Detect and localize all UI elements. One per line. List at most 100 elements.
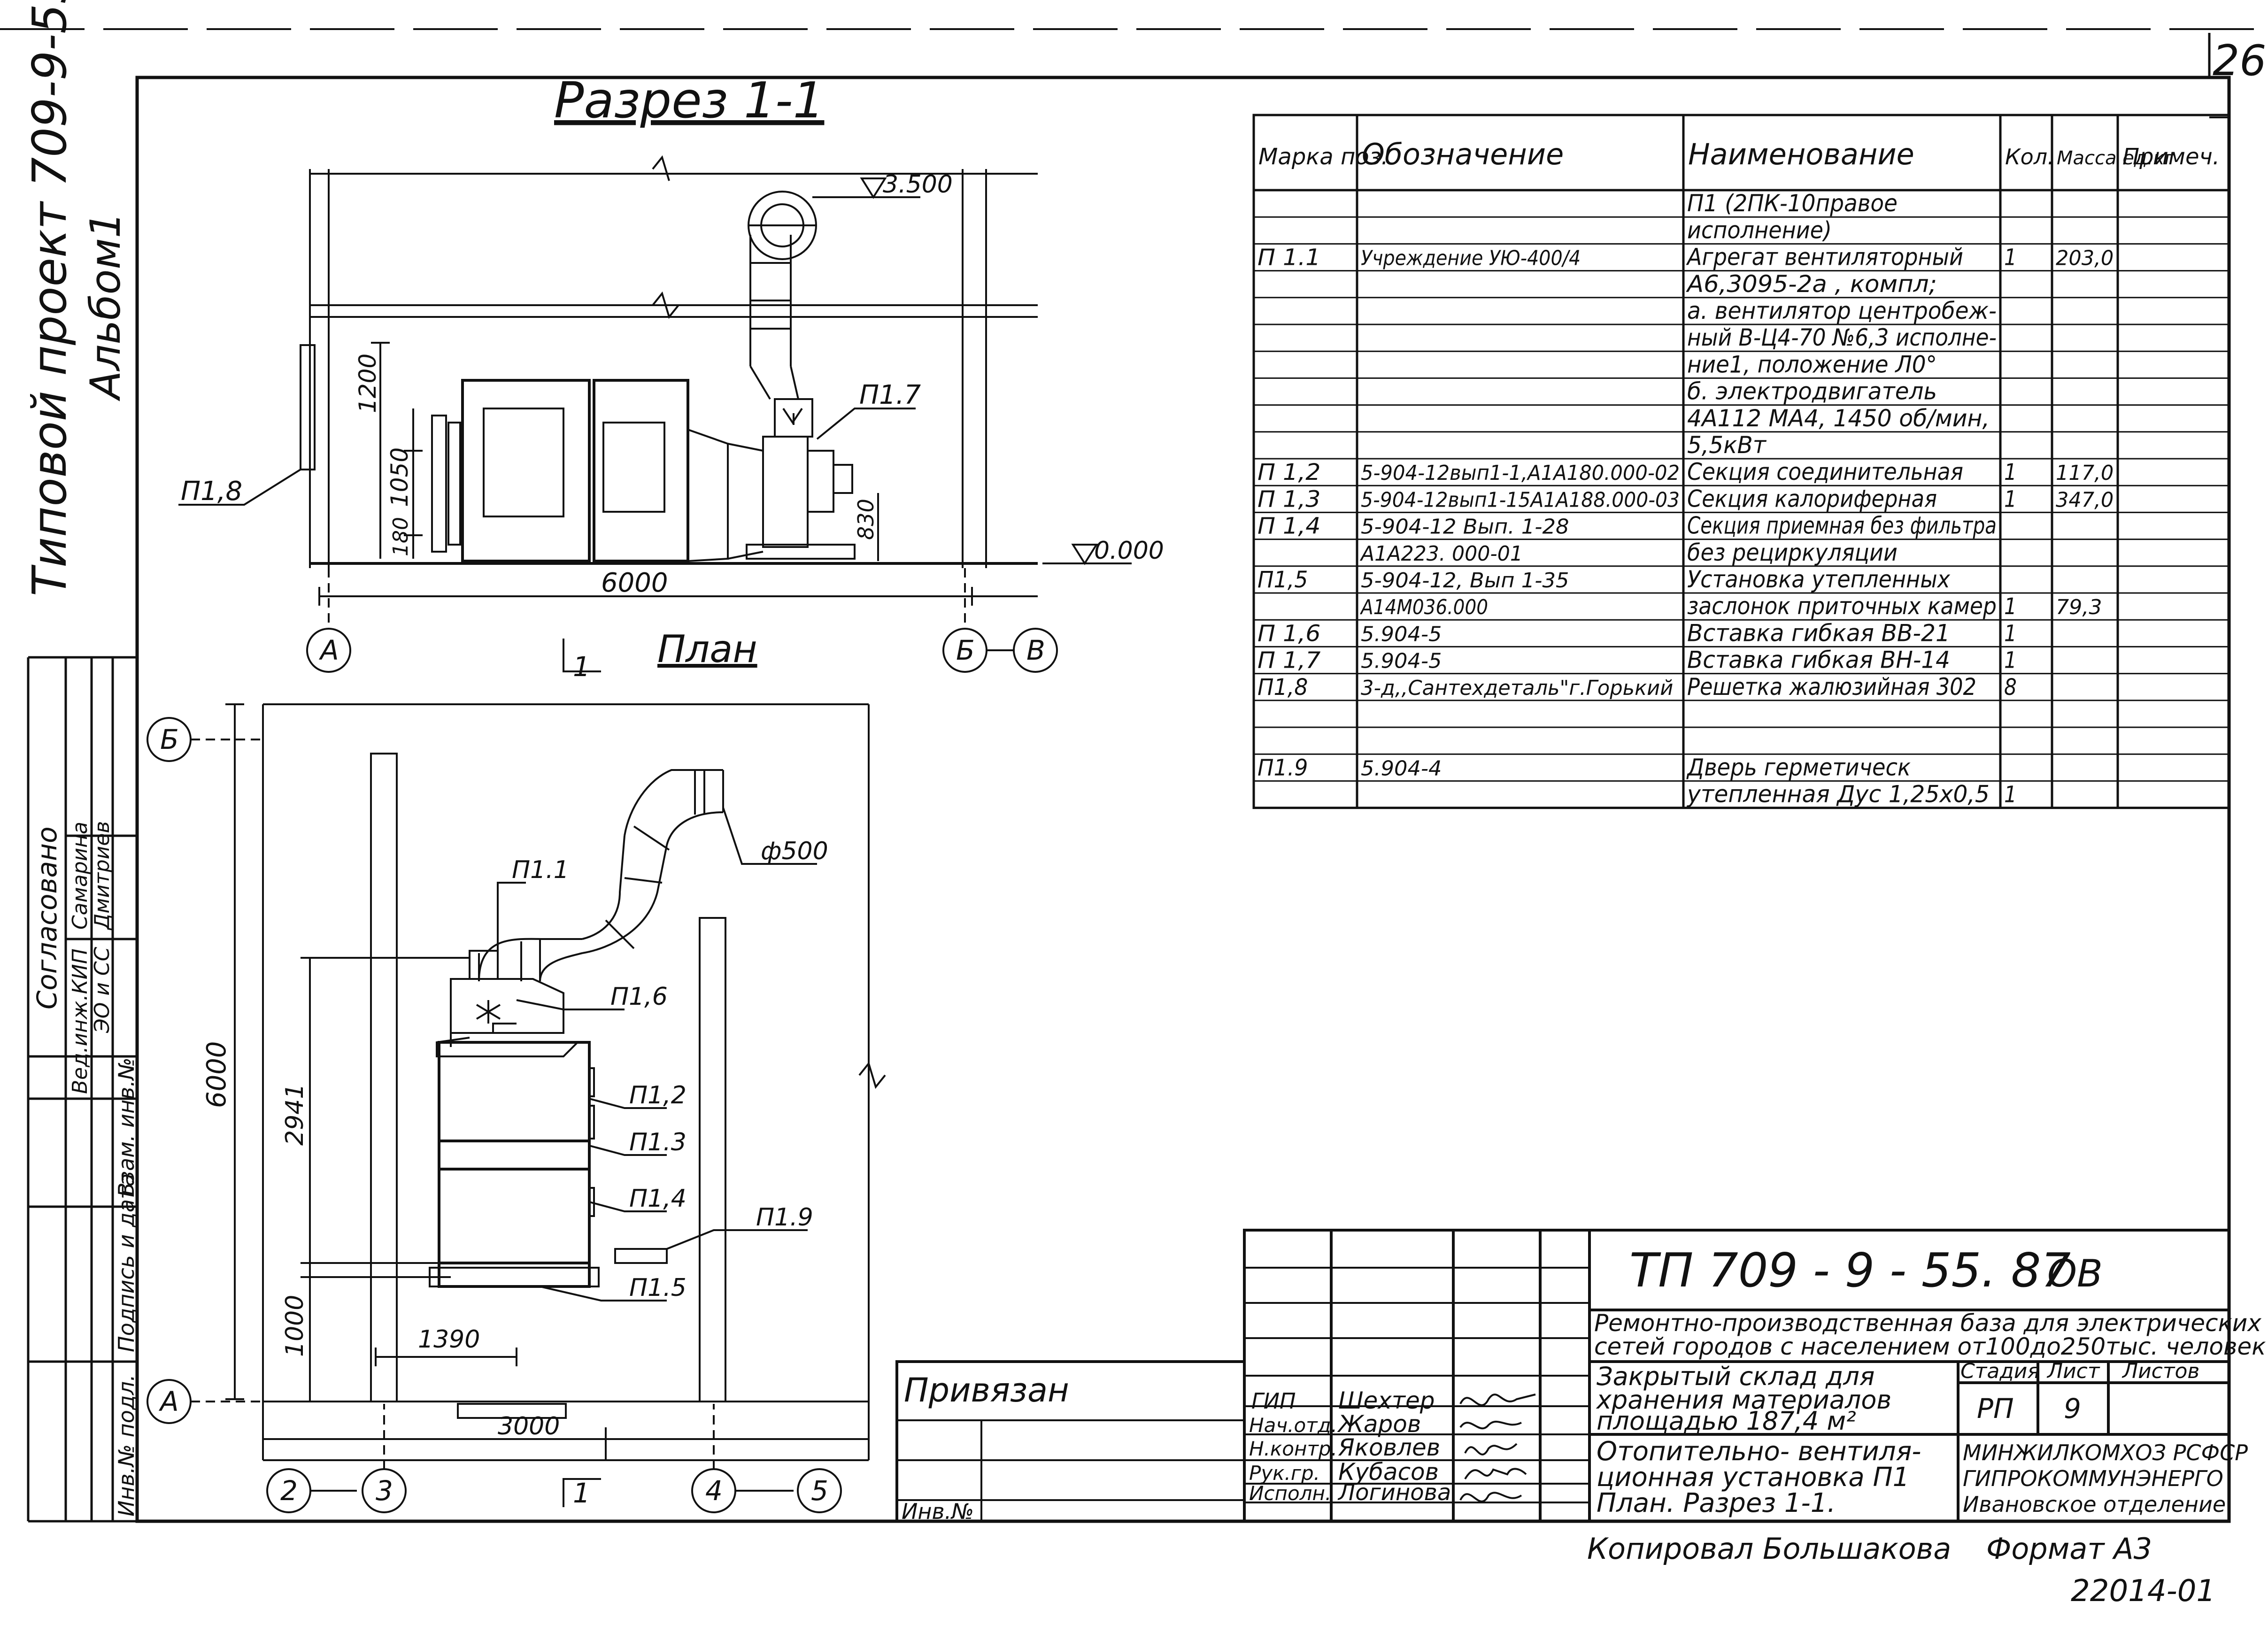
signature-scribbles xyxy=(1459,1394,1536,1502)
plan-cut-mark: 1 xyxy=(573,651,590,683)
section-axes xyxy=(306,568,1058,673)
page-number: 26 xyxy=(2213,36,2267,85)
paper-format: Формат А3 xyxy=(1986,1532,2152,1566)
spec-cell: А6,3095-2а , компл; xyxy=(1686,270,1937,298)
project-line-2: сетей городов с населением от100до250тыс… xyxy=(1594,1333,2266,1360)
label-p14: П1,4 xyxy=(629,1185,687,1213)
spec-cell: Секция калориферная xyxy=(1687,485,1937,512)
spec-cell: Учреждение УЮ-400/4 xyxy=(1361,246,1581,270)
spec-cell: без рециркуляции xyxy=(1687,539,1898,566)
stage-label: Стадия xyxy=(1960,1359,2040,1383)
label-p15: П1.5 xyxy=(629,1274,687,1302)
spec-cell: 1 xyxy=(2004,593,2017,620)
sign-role-4: Рук.гр. xyxy=(1249,1462,1320,1485)
plan-dim-6000: 6000 xyxy=(201,1041,232,1108)
spec-cell: 5-904-12, Вып 1-35 xyxy=(1361,569,1569,593)
spec-cell: 1 xyxy=(2004,486,2017,512)
side-title: Типовой проект 709-9-55.87 Альбом1 xyxy=(22,0,130,596)
label-p13: П1.3 xyxy=(629,1128,687,1156)
doc-code: ТП 709 - 9 - 55. 87 xyxy=(1629,1243,2071,1298)
label-p11: П1.1 xyxy=(512,856,569,884)
spec-cell: П 1,7 xyxy=(1257,647,1321,674)
object-line-2: хранения материалов xyxy=(1596,1385,1891,1415)
object-line-1: Закрытый склад для xyxy=(1597,1362,1875,1391)
archive-number: 22014-01 xyxy=(2071,1574,2215,1609)
spec-cell: ный В-Ц4-70 №6,3 исполне- xyxy=(1687,324,1997,351)
spec-cell: исполнение) xyxy=(1687,216,1832,244)
spec-cell: П1 (2ПК-10правое xyxy=(1687,190,1898,217)
copied-by: Копировал Большакова xyxy=(1587,1532,1951,1566)
plan-dim-3000: 3000 xyxy=(498,1412,560,1440)
spec-cell: П1.9 xyxy=(1257,755,1308,781)
spec-cell: П 1,3 xyxy=(1257,486,1320,512)
spec-cell: Секция соединительная xyxy=(1687,458,1963,485)
spec-cell: 347,0 xyxy=(2056,488,2114,512)
spec-cell: П 1,2 xyxy=(1257,459,1320,485)
label-p12: П1,2 xyxy=(629,1081,687,1109)
spec-cell: Дверь герметическ xyxy=(1686,754,1911,781)
spec-cell: П1,8 xyxy=(1257,674,1308,701)
plan-dim-1000: 1000 xyxy=(281,1295,309,1357)
side-album-label: Альбом1 xyxy=(81,212,130,401)
section-elev-zero: 0.000 xyxy=(1094,537,1164,565)
sign-role-5: Исполн. xyxy=(1249,1482,1331,1505)
sign-name-1: Шехтер xyxy=(1338,1387,1435,1414)
section-axis-v: В xyxy=(1026,634,1045,666)
agreed-role-2: ЭО и СС xyxy=(90,947,114,1033)
spec-header-1: Обозначение xyxy=(1362,137,1564,171)
spec-cell: Вставка гибкая ВВ-21 xyxy=(1687,619,1950,647)
label-p19: П1.9 xyxy=(756,1203,813,1232)
sheet-number: 9 xyxy=(2064,1393,2081,1425)
stage-value: РП xyxy=(1977,1393,2014,1425)
spec-cell: Агрегат вентиляторный xyxy=(1686,244,1963,271)
spec-cell: А14М036.000 xyxy=(1359,595,1488,619)
spec-cell: 5,5кВт xyxy=(1687,431,1767,459)
spec-cell: 203,0 xyxy=(2056,246,2114,270)
plan-axis-4: 4 xyxy=(705,1475,723,1507)
spec-table-grid xyxy=(1252,114,2230,809)
spec-cell: 5.904-5 xyxy=(1361,622,1442,646)
spec-cell: б. электродвигатель xyxy=(1687,378,1937,405)
label-p16: П1,6 xyxy=(610,983,668,1011)
spec-header-4: Масса ед.кг xyxy=(2057,147,2175,169)
plan-cut-mark-bottom: 1 xyxy=(573,1477,590,1509)
spec-header-2: Наименование xyxy=(1688,137,1914,171)
plan-duct-diameter: ф500 xyxy=(761,837,828,865)
plan-axes xyxy=(147,717,842,1513)
spec-cell: П 1,4 xyxy=(1257,513,1320,539)
org-line-3: Ивановское отделение xyxy=(1963,1492,2226,1517)
label-p18: П1,8 xyxy=(181,476,242,507)
spec-cell: 1 xyxy=(2004,620,2017,647)
left-stamp xyxy=(27,656,137,1523)
section-axis-a: А xyxy=(318,634,339,666)
plan-axis-2: 2 xyxy=(280,1475,298,1507)
plan-title: План xyxy=(657,627,757,671)
spec-header-0: Марка поз. xyxy=(1258,144,1389,170)
label-p17: П1.7 xyxy=(859,380,921,410)
agreed-name-1: Самарина xyxy=(68,822,92,930)
stamp-inv-podl: Инв.№ подл. xyxy=(114,1374,139,1517)
sign-role-1: ГИП xyxy=(1251,1388,1296,1414)
spec-cell: Секция приемная без фильтра xyxy=(1687,512,1997,539)
section-elev-top: 3.500 xyxy=(883,170,953,199)
title-block-grid xyxy=(895,1229,2230,1523)
spec-cell: П1,5 xyxy=(1257,567,1308,593)
spec-cell: П 1,6 xyxy=(1257,620,1320,647)
section-dim-6000: 6000 xyxy=(601,568,668,598)
spec-cell: 5.904-5 xyxy=(1361,649,1442,673)
stamp-sign-date: Подпись и дата xyxy=(114,1173,139,1352)
spec-cell: 1 xyxy=(2004,245,2017,271)
section-dim-1050: 1050 xyxy=(386,447,413,507)
plan-dim-2941: 2941 xyxy=(281,1084,309,1146)
side-project-title: Типовой проект 709-9-55.87 xyxy=(22,0,77,596)
sign-role-2: Нач.отд. xyxy=(1249,1414,1337,1437)
spec-cell: 8 xyxy=(2004,674,2017,701)
spec-cell: утепленная Дус 1,25х0,5 xyxy=(1686,781,1990,808)
sheet-line-2: ционная установка П1 xyxy=(1597,1462,1909,1493)
section-dim-830: 830 xyxy=(853,499,879,540)
sheet-line-3: План. Разрез 1-1. xyxy=(1597,1488,1836,1518)
plan-axis-a: А xyxy=(158,1386,179,1417)
spec-cell: 4А112 МА4, 1450 об/мин, xyxy=(1687,405,1990,432)
plan-axis-5: 5 xyxy=(811,1475,828,1507)
